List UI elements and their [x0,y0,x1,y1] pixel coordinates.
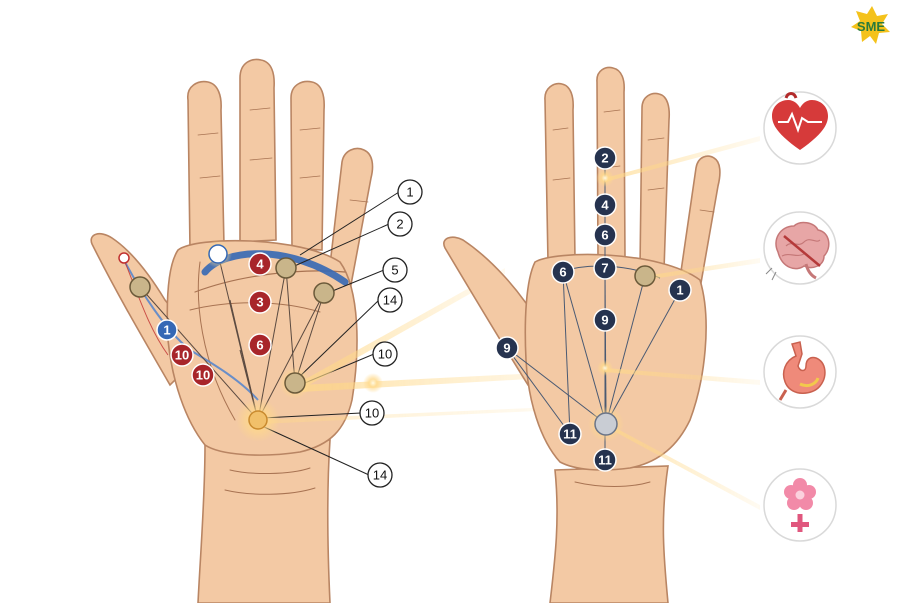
point-markers: 4 3 6 10 10 1 2 4 6 7 6 1 9 9 11 11 [118,146,692,472]
callout-1: 1 [397,179,423,205]
red-marker-1: 4 [248,252,272,276]
navy-marker-8-label: 9 [503,341,510,356]
callout-3: 5 [382,257,408,283]
right-hand-back [443,66,721,603]
navy-marker-2-label: 4 [601,198,609,213]
gold-point-pinky [313,282,335,304]
blue-marker-1-label: 1 [163,323,170,338]
red-marker-4: 10 [170,343,194,367]
stomach-icon [763,335,837,409]
callout-label: 10 [378,347,392,362]
callout-4: 14 [377,287,403,313]
heart-icon [763,91,837,165]
female-reproductive-icon [763,468,837,542]
callout-5: 10 [372,341,398,367]
navy-marker-4-label: 7 [601,261,608,276]
gold-point-ring [275,257,297,279]
navy-marker-1: 2 [593,146,617,170]
callout-label: 14 [383,293,397,308]
callout-label: 2 [396,217,403,232]
sme-logo: SME [851,6,890,44]
red-marker-5-label: 10 [196,368,210,383]
callout-label: 14 [373,468,387,483]
right-convergence-point [594,412,618,436]
navy-marker-1-label: 2 [601,151,608,166]
callout-label: 1 [406,185,413,200]
navy-marker-6: 1 [668,278,692,302]
callout-7: 14 [367,462,393,488]
left-hand-callouts: 1 2 5 14 10 10 14 [359,179,423,488]
red-marker-2-label: 3 [256,295,263,310]
red-marker-5: 10 [191,363,215,387]
blue-ring-point [208,244,228,264]
brain-icon [763,211,837,285]
navy-marker-3-label: 6 [601,228,608,243]
navy-marker-10-label: 11 [598,453,612,468]
logo-text: SME [857,19,886,34]
red-marker-3-label: 6 [256,338,263,353]
navy-marker-2: 4 [593,193,617,217]
gold-point-thumb [129,276,151,298]
navy-marker-4: 7 [593,256,617,280]
navy-marker-3: 6 [593,223,617,247]
navy-marker-7-label: 9 [601,313,608,328]
navy-marker-9-label: 11 [563,427,577,442]
navy-marker-5: 6 [551,260,575,284]
red-marker-1-label: 4 [256,257,264,272]
right-hand-connector-lines [506,267,681,435]
gold-point-mid [284,372,306,394]
navy-marker-10: 11 [593,448,617,472]
left-hand-connector-lines [139,253,325,421]
organ-rays [605,136,760,510]
red-marker-3: 6 [248,333,272,357]
navy-marker-6-label: 1 [676,283,683,298]
navy-marker-8: 9 [495,336,519,360]
blue-marker-1: 1 [156,319,178,341]
red-marker-4-label: 10 [175,348,189,363]
left-hand-palm [90,58,374,603]
red-marker-2: 3 [248,290,272,314]
callout-6: 10 [359,400,385,426]
gold-point-right [634,265,656,287]
navy-marker-7: 9 [593,308,617,332]
organ-icon-column [763,91,837,542]
navy-marker-5-label: 6 [559,265,566,280]
red-ring-point [118,252,130,264]
callout-label: 5 [391,263,398,278]
callout-2: 2 [387,211,413,237]
navy-marker-9: 11 [558,422,582,446]
callout-label: 10 [365,406,379,421]
convergence-point [248,410,268,430]
